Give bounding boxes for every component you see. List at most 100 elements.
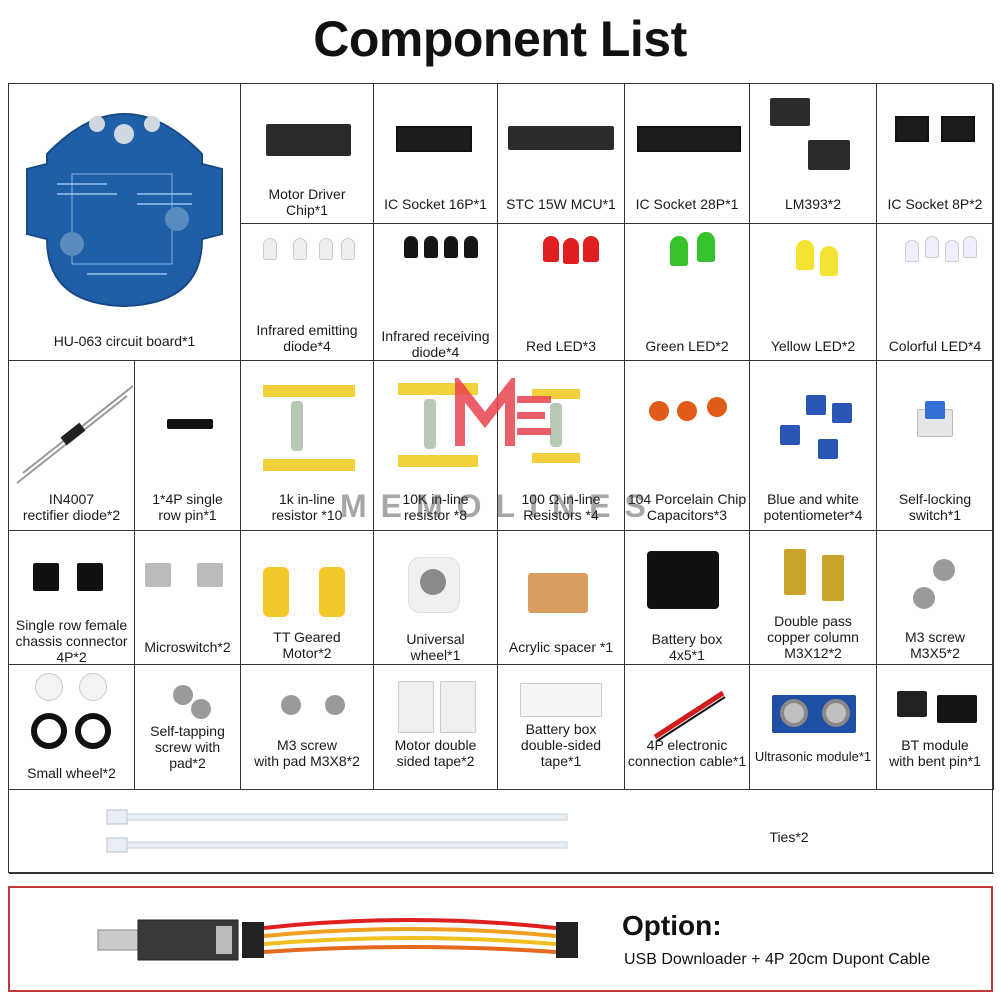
component-grid: HU-063 circuit board*1 Motor Driver Chip… xyxy=(8,83,994,874)
potentiometer-image xyxy=(832,403,852,423)
item-label: 100 Ω in-line Resistors *4 xyxy=(521,491,601,523)
item-10k-resistor: 10K in-line resistor *8 xyxy=(374,361,498,531)
microswitch-image xyxy=(197,563,223,587)
item-label: 4P electronic connection cable*1 xyxy=(627,737,747,769)
capacitor-image xyxy=(677,401,697,421)
red-led-image xyxy=(583,236,599,262)
item-colorful-led: Colorful LED*4 xyxy=(877,224,994,361)
ir-emitting-led-image xyxy=(319,238,333,260)
item-label: Ties*2 xyxy=(769,829,809,845)
pin-header-image xyxy=(167,419,213,429)
small-wheel-tire-image xyxy=(31,713,67,749)
colorful-led-image xyxy=(905,240,919,262)
item-label: Microswitch*2 xyxy=(144,639,231,655)
connection-cable-image xyxy=(653,690,726,742)
screw-image xyxy=(913,587,935,609)
item-label: Battery box double-sided tape*1 xyxy=(520,721,602,769)
steel-ball-image xyxy=(420,569,446,595)
ic-socket-16-image xyxy=(396,126,472,152)
resistor-tape-image xyxy=(263,385,355,397)
colorful-led-image xyxy=(925,236,939,258)
item-self-tapping-screw: Self-tapping screw with pad*2 xyxy=(135,665,241,790)
battery-box-image xyxy=(647,551,719,609)
ir-receiving-led-image xyxy=(424,236,438,258)
resistor-tape-image xyxy=(263,459,355,471)
item-label: IC Socket 8P*2 xyxy=(887,196,983,212)
item-ic-socket-28: IC Socket 28P*1 xyxy=(625,84,750,224)
item-ic-socket-16: IC Socket 16P*1 xyxy=(374,84,498,224)
item-label: 104 Porcelain Chip Capacitors*3 xyxy=(627,491,747,523)
item-motor-tape: Motor double sided tape*2 xyxy=(374,665,498,790)
ir-emitting-led-image xyxy=(293,238,307,260)
colorful-led-image xyxy=(945,240,959,262)
item-label: Single row female chassis connector 4P*2 xyxy=(15,617,128,665)
item-single-row-pin: 1*4P single row pin*1 xyxy=(135,361,241,531)
motor-tape-image xyxy=(398,681,434,733)
item-label: Ultrasonic module*1 xyxy=(754,749,872,764)
item-label: 1k in-line resistor *10 xyxy=(271,491,343,523)
item-label: M3 screw with pad M3X8*2 xyxy=(254,737,360,769)
small-wheel-hub-image xyxy=(79,673,107,701)
item-bt-module: BT module with bent pin*1 xyxy=(877,665,994,790)
item-label: Blue and white potentiometer*4 xyxy=(763,491,863,523)
green-led-image xyxy=(670,236,688,266)
item-label: Motor double sided tape*2 xyxy=(394,737,477,769)
dupont-cable-image xyxy=(242,918,578,958)
ir-receiving-led-image xyxy=(444,236,458,258)
item-self-locking-switch: Self-locking switch*1 xyxy=(877,361,994,531)
item-label: IC Socket 28P*1 xyxy=(635,196,739,212)
item-stc-mcu: STC 15W MCU*1 xyxy=(498,84,625,224)
resistor-tape-image xyxy=(398,383,478,395)
diode-image xyxy=(16,385,134,484)
item-universal-wheel: Universal wheel*1 xyxy=(374,531,498,665)
ir-receiving-led-image xyxy=(404,236,418,258)
ultrasonic-sensor-image xyxy=(780,699,808,727)
item-label: Motor Driver Chip*1 xyxy=(268,186,346,218)
item-label: M3 screw M3X5*2 xyxy=(905,629,965,661)
item-label: 10K in-line resistor *8 xyxy=(402,491,469,523)
item-female-connector: Single row female chassis connector 4P*2 xyxy=(9,531,135,665)
item-label: Colorful LED*4 xyxy=(888,338,982,354)
item-label: TT Geared Motor*2 xyxy=(273,629,341,661)
item-label: IC Socket 16P*1 xyxy=(384,196,487,212)
item-label: Double pass copper column M3X12*2 xyxy=(767,613,859,661)
ic-socket-8-image xyxy=(895,116,929,142)
item-m3-screw-8: M3 screw with pad M3X8*2 xyxy=(241,665,374,790)
item-acrylic-spacer: Acrylic spacer *1 xyxy=(498,531,625,665)
ic-socket-28-image xyxy=(637,126,741,152)
resistor-image xyxy=(424,399,436,449)
ultrasonic-sensor-image xyxy=(822,699,850,727)
item-label: Self-tapping screw with pad*2 xyxy=(150,723,225,771)
item-m3-screw-5: M3 screw M3X5*2 xyxy=(877,531,994,665)
item-tt-motor: TT Geared Motor*2 xyxy=(241,531,374,665)
item-capacitor: 104 Porcelain Chip Capacitors*3 xyxy=(625,361,750,531)
item-motor-driver: Motor Driver Chip*1 xyxy=(241,84,374,224)
copper-column-image xyxy=(784,549,806,595)
item-label: Red LED*3 xyxy=(525,338,597,354)
item-lm393: LM393*2 xyxy=(750,84,877,224)
screw-image xyxy=(281,695,301,715)
item-ties: Ties*2 xyxy=(9,790,994,874)
ties-image xyxy=(106,809,568,853)
item-ic-socket-8: IC Socket 8P*2 xyxy=(877,84,994,224)
bt-module-image xyxy=(937,695,977,723)
item-label: Universal wheel*1 xyxy=(406,631,465,663)
item-label: Infrared emitting diode*4 xyxy=(256,322,358,354)
item-green-led: Green LED*2 xyxy=(625,224,750,361)
ic-socket-8-image xyxy=(941,116,975,142)
motor-driver-chip-image xyxy=(266,124,351,156)
screw-image xyxy=(933,559,955,581)
screw-image xyxy=(191,699,211,719)
yellow-led-image xyxy=(796,240,814,270)
female-connector-image xyxy=(33,563,59,591)
item-label: Green LED*2 xyxy=(645,338,729,354)
lm393-chip-image xyxy=(770,98,810,126)
item-circuit-board: HU-063 circuit board*1 xyxy=(9,84,241,361)
small-wheel-tire-image xyxy=(75,713,111,749)
item-microswitch: Microswitch*2 xyxy=(135,531,241,665)
item-label: BT module with bent pin*1 xyxy=(889,737,981,769)
acrylic-spacer-image xyxy=(528,573,588,613)
item-small-wheel: Small wheel*2 xyxy=(9,665,135,790)
motor-tape-image xyxy=(440,681,476,733)
item-label: Infrared receiving diode*4 xyxy=(381,328,490,360)
